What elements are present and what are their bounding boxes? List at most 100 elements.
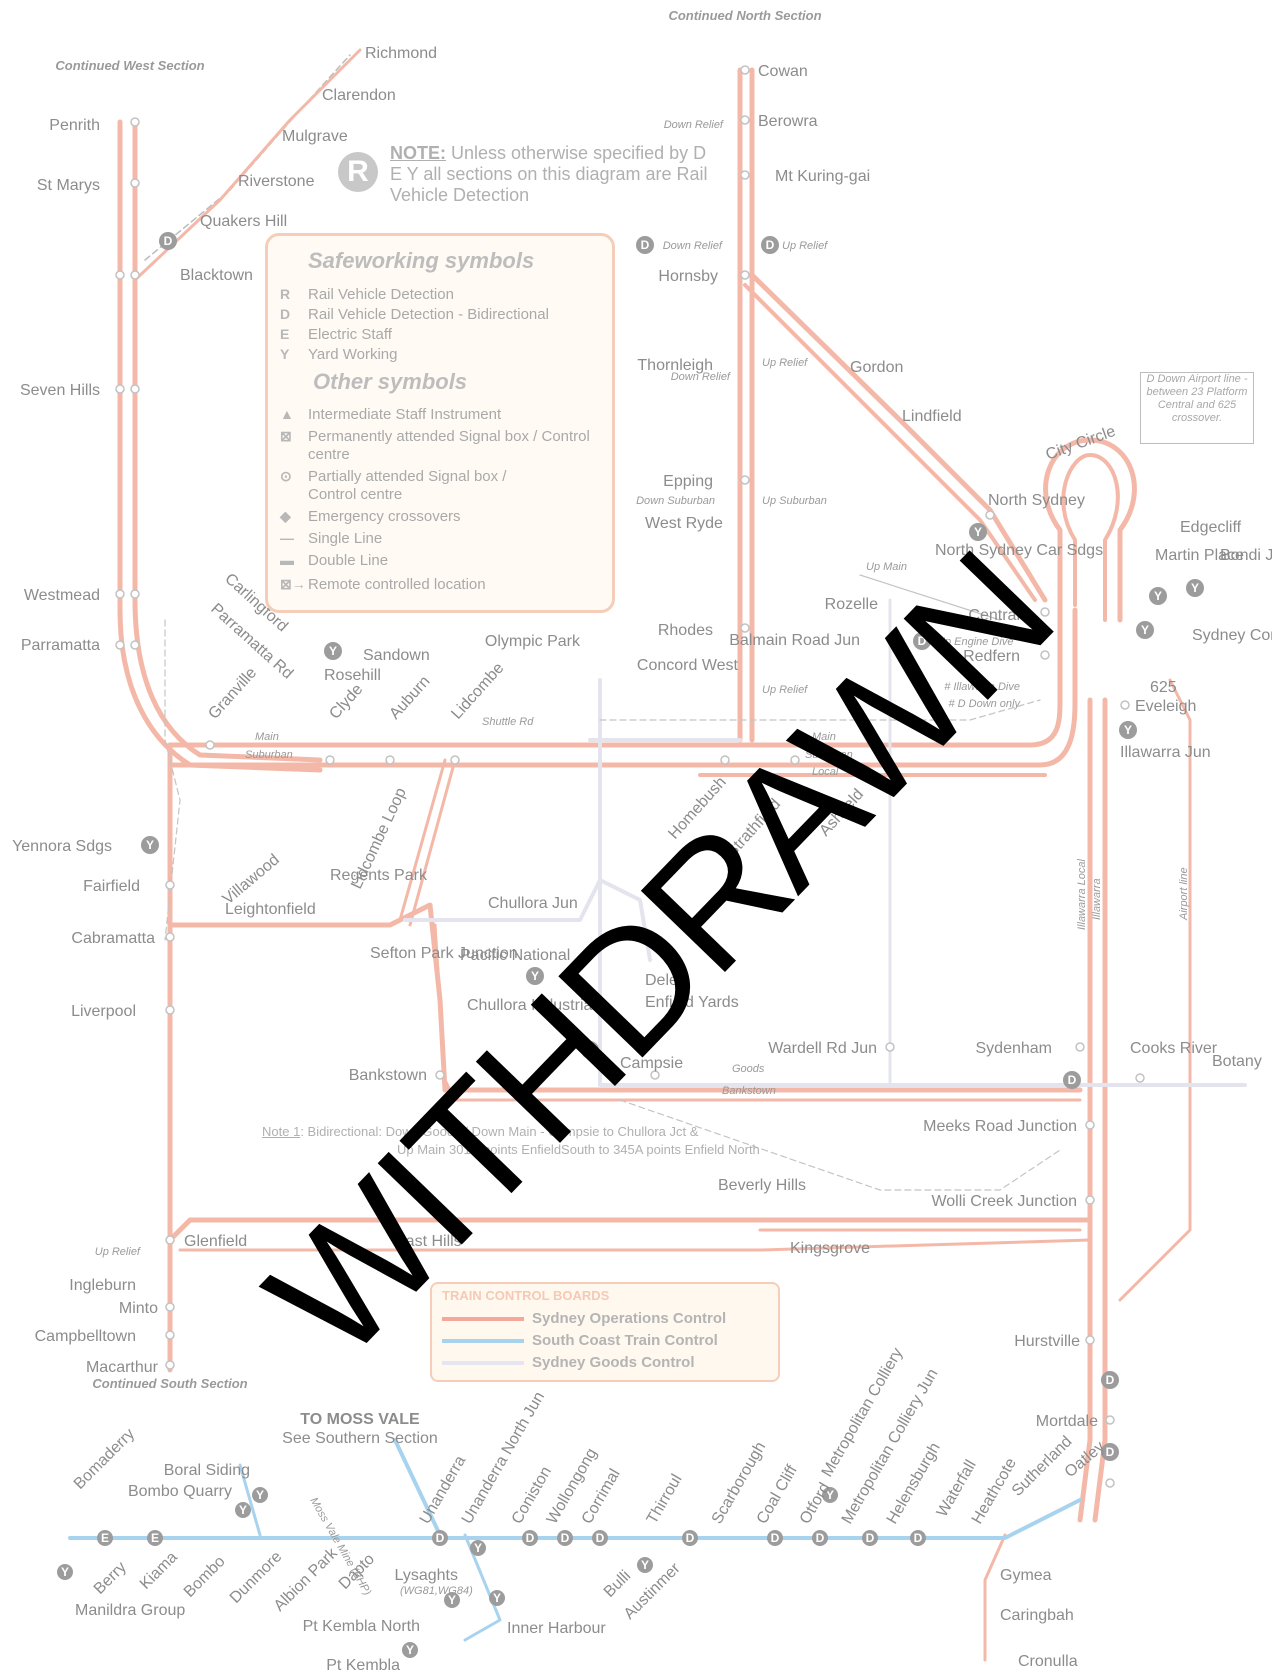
remote-link-3 [619, 1099, 1061, 1191]
label-down-relief-2: Down Relief [663, 240, 723, 252]
line-cronulla [983, 1533, 1007, 1662]
legend-sym-4: — [280, 530, 294, 546]
station-rosehill: Rosehill [324, 667, 381, 684]
station-pt-kembla: Pt Kembla [326, 1657, 400, 1673]
station-olympic-park: Olympic Park [485, 633, 581, 650]
station-sefton: Sefton Park Junction [370, 945, 518, 962]
boards-title: TRAIN CONTROL BOARDS [442, 1288, 610, 1303]
line-east-hills-2 [178, 1238, 1092, 1252]
station-enfield: Enfield Yards [645, 994, 739, 1011]
station-strathfield: Strathfield [723, 796, 784, 861]
remote-link-1 [164, 619, 181, 941]
badge-d-oatley: D [1101, 1443, 1119, 1461]
legend-other-2: Partially attended Signal box / Control … [308, 468, 507, 503]
legend-other-0: Intermediate Staff Instrument [308, 406, 502, 423]
station-regents-park: Regents Park [330, 867, 428, 884]
station-penrith: Penrith [49, 117, 100, 134]
station-richmond: Richmond [365, 45, 437, 62]
board-swatch-ops [442, 1317, 524, 1322]
station-hornsby: Hornsby [658, 268, 718, 285]
label-illawarra-local: Illawarra Local [1076, 859, 1088, 930]
board-swatch-goods [442, 1361, 524, 1366]
station-edgecliff: Edgecliff [1180, 519, 1242, 536]
svg-text:Y: Y [1141, 623, 1149, 637]
badge-y-illawarra-jun: Y [1119, 721, 1137, 739]
note1-line2: Up Main 301B points EnfieldSouth to 345A… [397, 1142, 760, 1157]
line-city-circle-2 [1061, 453, 1120, 622]
badge-y-martin-place: Y [1186, 579, 1204, 597]
svg-text:D: D [1068, 1073, 1077, 1087]
legend-safeworking-title: Safeworking symbols [308, 248, 535, 273]
station-sydney-control: Sydney Control Centre [1192, 627, 1272, 644]
station-leightonfield: Leightonfield [225, 901, 316, 918]
station-labels: Richmond Clarendon Mulgrave Riverstone Q… [12, 45, 1272, 1673]
station-meeks: Meeks Road Junction [923, 1118, 1077, 1135]
line-richmond-2 [133, 48, 362, 282]
line-goods-2 [403, 878, 652, 962]
badge-y-sandown: Y [324, 642, 342, 660]
svg-text:Y: Y [641, 1558, 649, 1572]
legend-item-r: Rail Vehicle Detection [308, 286, 454, 303]
legend-sym-d: D [280, 306, 291, 322]
station-cowan: Cowan [758, 63, 808, 80]
svg-text:D: D [766, 238, 775, 252]
badge-d-blacktown: D [159, 232, 177, 250]
label-illawarra: Illawarra [1091, 878, 1103, 920]
line-boral [238, 1463, 262, 1537]
station-lysaghts: Lysaghts [395, 1567, 458, 1584]
station-ingleburn: Ingleburn [69, 1277, 136, 1294]
svg-text:Y: Y [974, 525, 982, 539]
badge-d-note1: D [581, 1041, 599, 1059]
station-bankstown: Bankstown [349, 1067, 427, 1084]
label-main-west: Main [255, 731, 279, 743]
label-goods: Goods [732, 1063, 765, 1075]
station-cooks-river: Cooks River [1130, 1040, 1218, 1057]
station-kiama: Kiama [137, 1549, 181, 1593]
line-east-hills [167, 1217, 1093, 1243]
station-kingsgrove: Kingsgrove [790, 1240, 870, 1257]
line-moss-vale [393, 1438, 442, 1537]
note-title: NOTE: [390, 143, 446, 163]
legend-other-3: Emergency crossovers [308, 508, 461, 525]
continued-south: Continued South Section [92, 1376, 247, 1391]
svg-text:D: D [164, 234, 173, 248]
station-berry: Berry [91, 1559, 130, 1598]
line-north-shore-2 [743, 283, 1037, 602]
label-up-relief-1: Up Relief [782, 240, 828, 252]
station-bombo-quarry: Bombo Quarry [128, 1483, 232, 1500]
legend-sym-1: ⊠ [280, 428, 292, 444]
station-liverpool: Liverpool [71, 1003, 136, 1020]
station-glenfield: Glenfield [184, 1233, 247, 1250]
label-up-relief-2: Up Relief [762, 357, 808, 369]
station-auburn: Auburn [386, 673, 433, 723]
label-airport: Airport line [1178, 867, 1190, 921]
station-coal-cliff: Coal Cliff [754, 1462, 801, 1527]
station-pacific-national: Pacific National [460, 947, 570, 964]
label-down-suburban: Down Suburban [636, 495, 715, 507]
station-clarendon: Clarendon [322, 87, 396, 104]
station-quakers-hill: Quakers Hill [200, 213, 287, 230]
legend-sym-5: ▬ [280, 552, 294, 568]
station-eveleigh: Eveleigh [1135, 698, 1196, 715]
svg-text:Y: Y [239, 1503, 247, 1517]
label-up-suburban: Up Suburban [762, 495, 827, 507]
label-main-east: Main [812, 731, 836, 743]
station-austinmer: Austinmer [621, 1559, 684, 1622]
svg-text:D: D [641, 238, 650, 252]
svg-text:Y: Y [826, 1488, 834, 1502]
line-illawarra-2 [1092, 697, 1108, 1523]
station-boral: Boral Siding [164, 1462, 250, 1479]
label-down-relief-3: Down Relief [671, 371, 731, 383]
line-north-shore [749, 272, 1048, 603]
station-625: 625 [1150, 679, 1177, 696]
line-western-main-2 [117, 119, 323, 773]
badge-y-central: Y [1136, 621, 1154, 639]
badge-d-mortdale: D [1101, 1371, 1119, 1389]
airport-note: D Down Airport line - between 23 Platfor… [1140, 372, 1254, 444]
svg-text:E: E [101, 1531, 109, 1545]
station-bombo: Bombo [181, 1553, 229, 1601]
label-illawarra-dive: # Illawarra Dive [944, 681, 1020, 693]
note1-panel: Note 1: Bidirectional: Down Goods / Down… [262, 1123, 760, 1159]
board-label-south: South Coast Train Control [532, 1332, 718, 1349]
station-cabramatta: Cabramatta [71, 930, 155, 947]
